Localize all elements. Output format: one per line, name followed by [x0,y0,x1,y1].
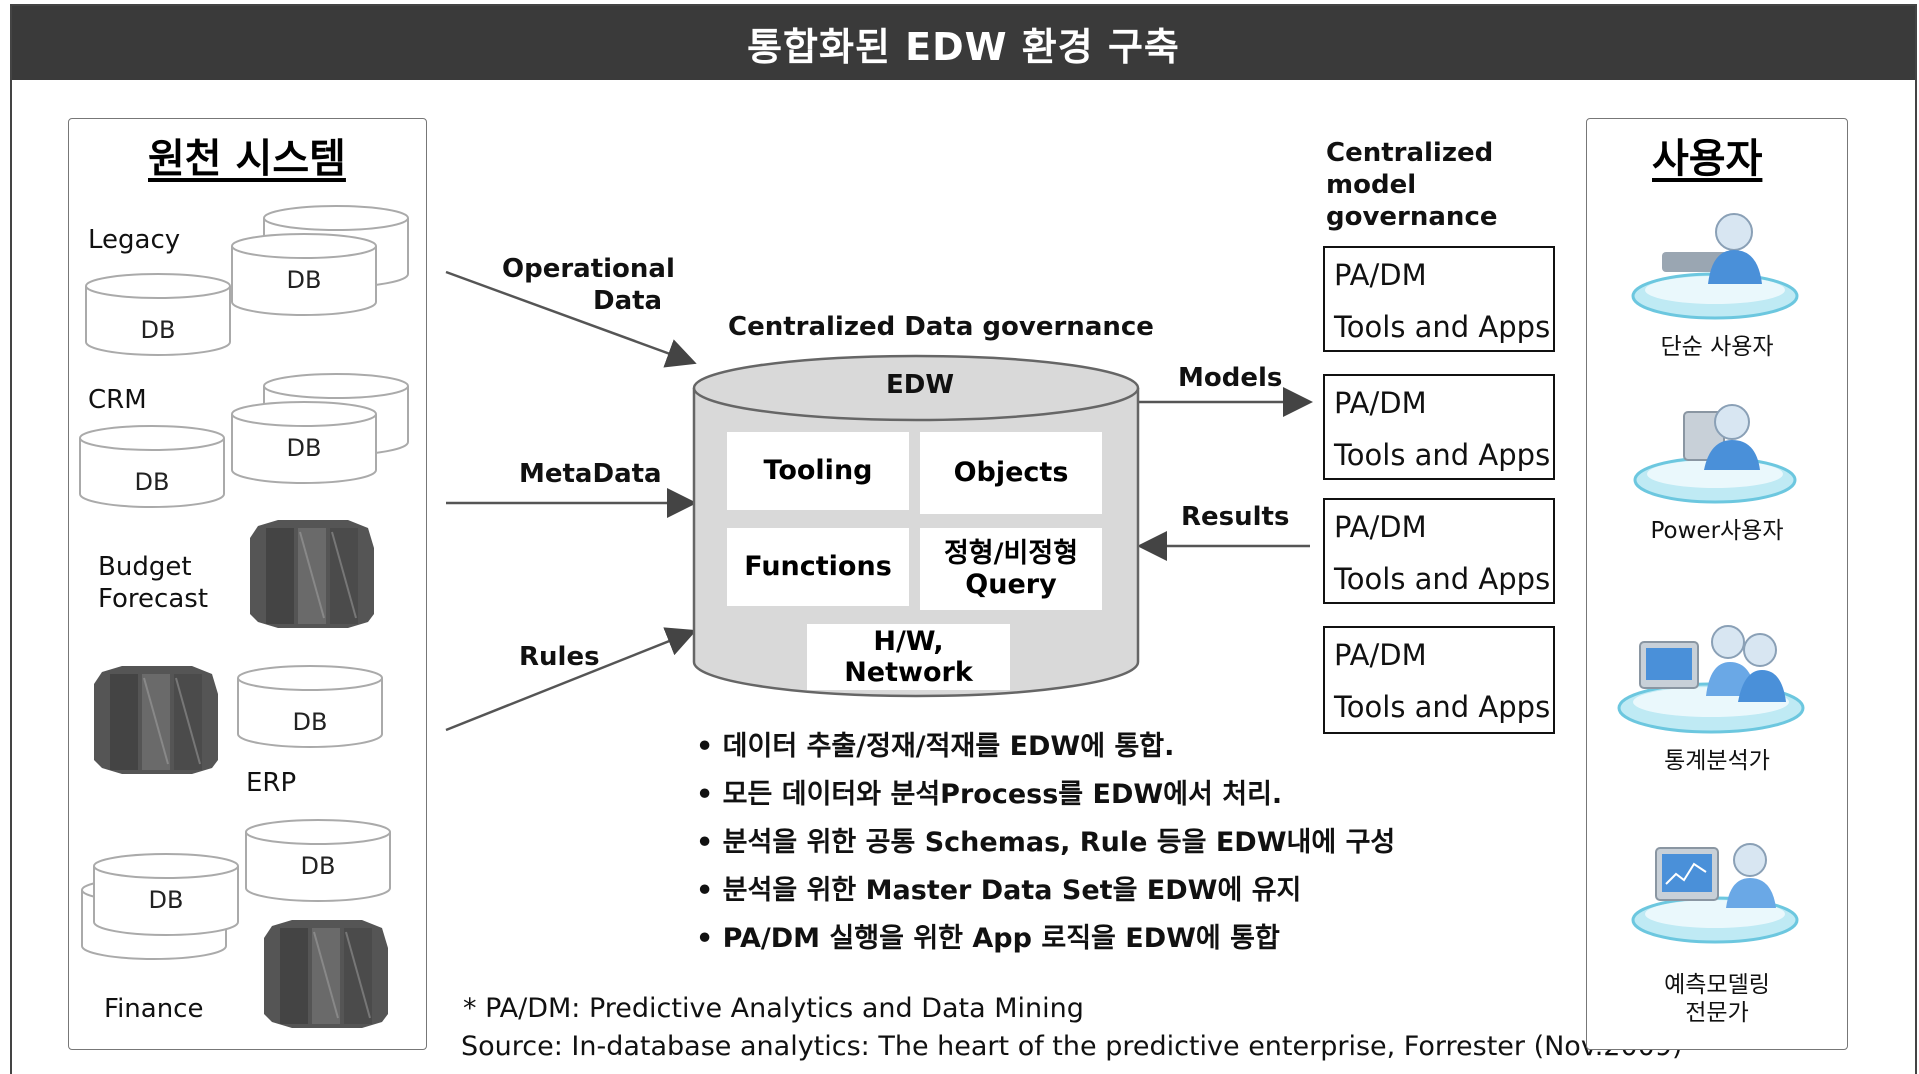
tools-apps-label: Tools and Apps [1334,310,1551,344]
forecast-label: Forecast [98,584,209,614]
abbreviation-note: * PA/DM: Predictive Analytics and Data M… [463,993,1084,1024]
modeling-expert-label-1: 예측모델링 [1664,972,1770,998]
bullet-item: • 데이터 추출/정재/적재를 EDW에 통합. [696,731,1175,762]
bullet-item: • 모든 데이터와 분석Process를 EDW에서 처리. [696,779,1283,810]
pa-dm-label: PA/DM [1334,638,1427,672]
source-note: Source: In-database analytics: The heart… [461,1031,1683,1062]
outer-frame [10,4,1917,1074]
bullet-item: • 분석을 위한 공통 Schemas, Rule 등을 EDW내에 구성 [696,827,1396,858]
pa-dm-label: PA/DM [1334,386,1427,420]
page-title: 통합화된 EDW 환경 구축 [12,6,1915,80]
bullet-item: • 분석을 위한 Master Data Set을 EDW에 유지 [696,875,1302,906]
power-user-label: Power사용자 [1650,518,1784,544]
db-icon: DB [84,272,232,358]
operational-label: Operational [502,254,675,284]
hw-network-tile: H/W, Network [807,624,1010,690]
source-systems-heading: 원천 시스템 [148,136,346,182]
server-icon [262,918,390,1028]
db-label: DB [140,316,176,344]
model-governance-line3: governance [1326,202,1498,232]
db-label: DB [300,852,336,880]
pa-dm-label: PA/DM [1334,258,1427,292]
erp-label: ERP [246,768,297,798]
model-governance-line2: model [1326,170,1417,200]
power-user-icon [1633,404,1797,504]
db-icon: DB [236,664,384,750]
query-tile: 정형/비정형 Query [920,528,1102,610]
operational-data-arrow [445,270,697,368]
query-tile-line2: Query [965,569,1057,600]
results-label: Results [1181,502,1290,532]
db-icon: DB [230,400,378,486]
metadata-label: MetaData [519,459,662,489]
query-tile-line1: 정형/비정형 [943,537,1079,569]
edw-label: EDW [886,370,955,400]
legacy-label: Legacy [88,225,181,255]
tools-apps-label: Tools and Apps [1334,562,1551,596]
server-icon [92,664,220,774]
functions-tile: Functions [727,528,909,606]
pa-dm-box: PA/DM Tools and Apps [1323,374,1555,480]
model-governance-line1: Centralized [1326,138,1494,168]
budget-label: Budget [98,552,192,582]
rules-arrow [445,627,697,732]
simple-user-icon [1631,213,1799,320]
tools-apps-label: Tools and Apps [1334,438,1551,472]
db-label: DB [292,708,328,736]
finance-label: Finance [104,994,204,1024]
db-label: DB [286,434,322,462]
db-icon: DB [78,424,226,510]
pa-dm-label: PA/DM [1334,510,1427,544]
data-governance-label: Centralized Data governance [728,312,1154,342]
tooling-tile: Tooling [727,432,909,510]
pa-dm-box: PA/DM Tools and Apps [1323,246,1555,352]
models-label: Models [1178,363,1283,393]
modeling-expert-label-2: 전문가 [1685,1000,1749,1026]
statistician-label: 통계분석가 [1664,748,1770,774]
pa-dm-box: PA/DM Tools and Apps [1323,498,1555,604]
server-icon [248,518,376,628]
db-label: DB [134,468,170,496]
db-label: DB [286,266,322,294]
db-label: DB [148,886,184,914]
bullet-item: • PA/DM 실행을 위한 App 로직을 EDW에 통합 [696,923,1280,954]
rules-label: Rules [519,642,600,672]
objects-tile: Objects [920,432,1102,514]
tools-apps-label: Tools and Apps [1334,690,1551,724]
statistician-icon [1617,625,1805,734]
users-heading: 사용자 [1652,136,1763,182]
crm-label: CRM [88,385,147,415]
db-icon: DB [92,852,240,938]
modeling-expert-icon [1631,843,1799,944]
db-icon: DB [244,818,392,904]
simple-user-label: 단순 사용자 [1660,334,1774,360]
db-icon: DB [230,232,378,318]
operational-data-label: Data [593,286,663,316]
pa-dm-box: PA/DM Tools and Apps [1323,626,1555,734]
